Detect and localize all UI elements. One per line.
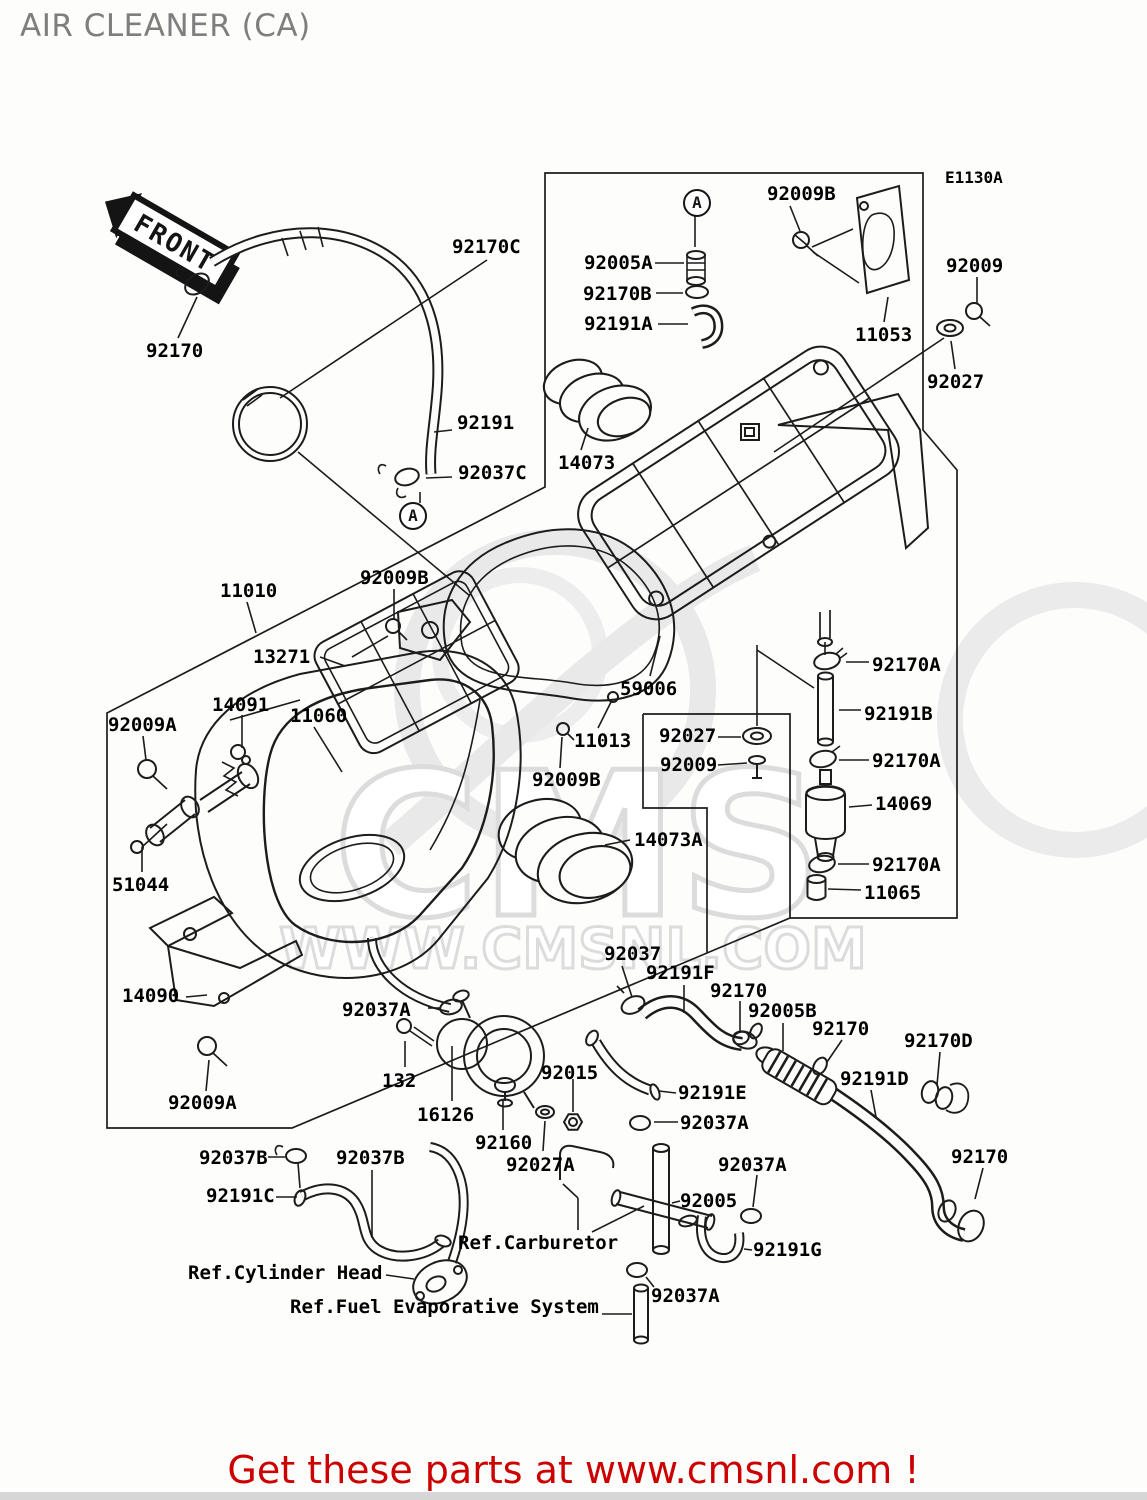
fitting-92005: [610, 1143, 716, 1345]
part-label-92170-34[interactable]: 92170: [710, 980, 768, 1002]
part-label-92191e-43[interactable]: 92191E: [678, 1082, 747, 1104]
part-label-11010-12[interactable]: 11010: [220, 580, 278, 602]
part-label-92191a-3[interactable]: 92191A: [584, 313, 653, 335]
drain-column-parts: [756, 642, 848, 901]
part-label-92170c-0[interactable]: 92170C: [452, 236, 521, 258]
plate-11053: [855, 184, 911, 295]
watermark-url-text: WWW.CMSNL.COM: [279, 917, 866, 982]
part-label-14073a-27[interactable]: 14073A: [634, 829, 703, 851]
part-label-92170a-25[interactable]: 92170A: [872, 750, 941, 772]
part-label-92037a-55[interactable]: 92037A: [651, 1285, 720, 1307]
ref-label-ref-cylinder-head-1[interactable]: Ref.Cylinder Head: [188, 1262, 383, 1284]
air-cleaner-housing: [577, 345, 930, 647]
duct-14073: [542, 358, 652, 442]
duct-14073a: [497, 798, 634, 905]
part-label-92027-20[interactable]: 92027: [659, 725, 717, 747]
part-label-92009a-18[interactable]: 92009A: [108, 714, 177, 736]
part-label-92015-40[interactable]: 92015: [541, 1062, 599, 1084]
part-label-92170-8[interactable]: 92170: [146, 340, 204, 362]
part-label-14069-26[interactable]: 14069: [875, 793, 933, 815]
hoses: [212, 226, 964, 1262]
part-label-11013-19[interactable]: 11013: [574, 730, 632, 752]
part-label-92037a-54[interactable]: 92037A: [718, 1154, 787, 1176]
part-label-92191d-41[interactable]: 92191D: [840, 1068, 909, 1090]
part-label-92005b-35[interactable]: 92005B: [748, 1000, 817, 1022]
part-label-92170d-37[interactable]: 92170D: [904, 1030, 973, 1052]
detail-marker-a-1: A: [399, 502, 427, 530]
cms-watermark: CMS WWW.CMSNL.COM: [278, 529, 1147, 984]
part-label-92191c-50[interactable]: 92191C: [206, 1185, 275, 1207]
part-label-92037a-38[interactable]: 92037A: [342, 999, 411, 1021]
part-label-92160-44[interactable]: 92160: [475, 1132, 533, 1154]
footer-promo-text: Get these parts at www.cmsnl.com !: [227, 1448, 920, 1492]
part-label-14091-16[interactable]: 14091: [212, 694, 270, 716]
part-label-92037-32[interactable]: 92037: [604, 943, 662, 965]
part-label-92170a-22[interactable]: 92170A: [872, 654, 941, 676]
leader-lines: [141, 205, 984, 1315]
part-label-92009b-13[interactable]: 92009B: [360, 567, 429, 589]
part-label-92037a-45[interactable]: 92037A: [680, 1112, 749, 1134]
group-boxes: [106, 172, 958, 1129]
grommet-92027-mid: [742, 727, 772, 779]
couplers-and-clamps: [293, 1022, 985, 1248]
part-label-11053-6[interactable]: 11053: [855, 324, 913, 346]
part-label-14090-31[interactable]: 14090: [122, 985, 180, 1007]
part-label-92170-52[interactable]: 92170: [951, 1146, 1009, 1168]
part-label-92191b-23[interactable]: 92191B: [864, 703, 933, 725]
part-label-92037b-48[interactable]: 92037B: [199, 1147, 268, 1169]
part-label-92037c-11[interactable]: 92037C: [458, 462, 527, 484]
part-label-16126-42[interactable]: 16126: [417, 1104, 475, 1126]
part-label-92009b-4[interactable]: 92009B: [767, 183, 836, 205]
seal-11060: [262, 678, 495, 944]
ref-label-ref-carburetor-0[interactable]: Ref.Carburetor: [458, 1232, 619, 1254]
part-label-92009-5[interactable]: 92009: [946, 255, 1004, 277]
part-label-92027-7[interactable]: 92027: [927, 371, 985, 393]
part-label-11065-30[interactable]: 11065: [864, 882, 922, 904]
part-label-14073-10[interactable]: 14073: [558, 452, 616, 474]
part-label-92009b-24[interactable]: 92009B: [532, 769, 601, 791]
breather-51044: [130, 762, 260, 854]
part-label-132-39[interactable]: 132: [382, 1070, 417, 1092]
diagram-code: E1130A: [945, 168, 1003, 187]
part-label-92005a-1[interactable]: 92005A: [584, 252, 653, 274]
part-label-59006-15[interactable]: 59006: [620, 678, 678, 700]
bracket-14090: [148, 895, 304, 1008]
ref-label-ref-fuel-evaporative-system-2[interactable]: Ref.Fuel Evaporative System: [290, 1296, 599, 1318]
part-label-92191-9[interactable]: 92191: [457, 412, 515, 434]
part-label-92009a-46[interactable]: 92009A: [168, 1092, 237, 1114]
part-label-92170-36[interactable]: 92170: [812, 1018, 870, 1040]
part-label-92191g-53[interactable]: 92191G: [753, 1239, 822, 1261]
page-title: AIR CLEANER (CA): [20, 8, 311, 44]
detail-marker-a-0: A: [683, 189, 711, 217]
part-label-92170b-2[interactable]: 92170B: [583, 283, 652, 305]
part-label-92027a-47[interactable]: 92027A: [506, 1154, 575, 1176]
part-label-92191f-33[interactable]: 92191F: [646, 962, 715, 984]
cylinder-head-flange: [412, 1259, 468, 1305]
part-label-51044-28[interactable]: 51044: [112, 874, 170, 896]
part-label-92170a-29[interactable]: 92170A: [872, 854, 941, 876]
footer-bar: [0, 1492, 1147, 1500]
watermark-logo-text: CMS: [333, 730, 823, 963]
frame-13271: [313, 570, 520, 755]
part-label-92037b-49[interactable]: 92037B: [336, 1147, 405, 1169]
part-label-92009-21[interactable]: 92009: [660, 754, 718, 776]
part-label-13271-14[interactable]: 13271: [253, 646, 311, 668]
small-hardware: [137, 231, 991, 1278]
front-direction-sign: FRONT: [104, 191, 241, 305]
part-label-92005-51[interactable]: 92005: [680, 1190, 738, 1212]
element-59006: [442, 528, 676, 702]
part-label-11060-17[interactable]: 11060: [290, 705, 348, 727]
